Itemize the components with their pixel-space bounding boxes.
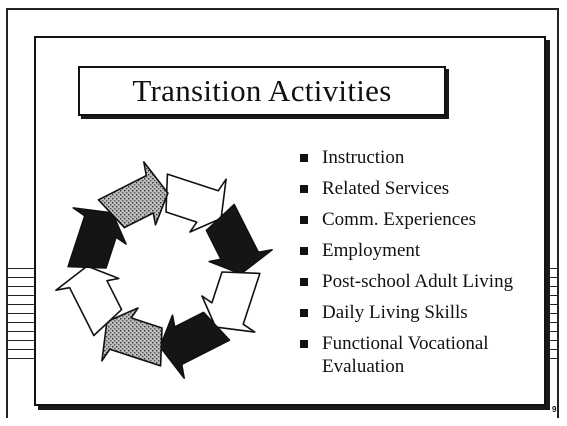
cycle-arrows — [55, 161, 273, 379]
bullet-square-icon — [300, 340, 308, 348]
bullet-square-icon — [300, 216, 308, 224]
title-box: Transition Activities — [78, 66, 446, 116]
bullet-square-icon — [300, 278, 308, 286]
cycle-arrow — [101, 307, 163, 367]
cycle-arrow — [205, 203, 273, 275]
slide-title: Transition Activities — [132, 73, 392, 108]
bullet-item: Related Services — [298, 177, 538, 200]
outer-frame — [6, 8, 558, 418]
cycle-arrow — [97, 161, 169, 229]
bullet-square-icon — [300, 154, 308, 162]
left-stripes — [8, 268, 34, 367]
cycle-arrow — [55, 265, 123, 337]
bullet-item: Employment — [298, 239, 538, 262]
bullet-item: Post-school Adult Living — [298, 270, 538, 293]
page-number: 9 — [552, 405, 557, 414]
bullet-item: Functional Vocational Evaluation — [298, 332, 538, 378]
cycle-arrow — [165, 173, 227, 233]
bullet-square-icon — [300, 185, 308, 193]
bullet-square-icon — [300, 309, 308, 317]
bullet-square-icon — [300, 247, 308, 255]
cycle-arrow — [159, 311, 231, 379]
outer-frame-right-edge — [557, 8, 559, 418]
cycle-diagram — [55, 161, 273, 379]
bullet-item: Comm. Experiences — [298, 208, 538, 231]
cycle-arrow — [201, 271, 261, 333]
cycle-arrow — [67, 207, 127, 269]
bullet-item: Instruction — [298, 146, 538, 169]
bullet-item: Daily Living Skills — [298, 301, 538, 324]
bullet-list: Instruction Related Services Comm. Exper… — [298, 146, 538, 403]
